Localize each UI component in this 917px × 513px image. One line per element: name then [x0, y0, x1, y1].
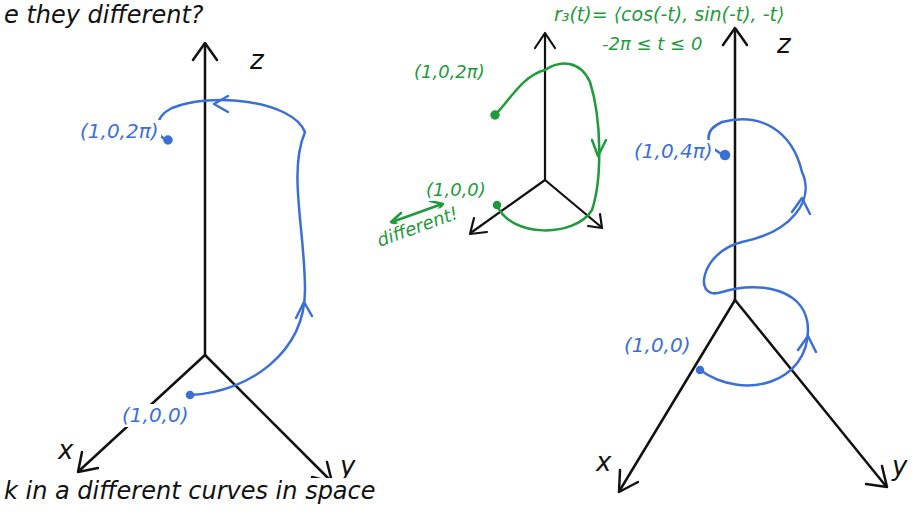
point-label: (1,0,0) — [424, 180, 488, 201]
point-label: (1,0,4π) — [632, 140, 715, 163]
axis-label: x — [594, 448, 613, 478]
caption-fragment: k in a different curves in space — [2, 478, 378, 506]
heading-fragment: e they different? — [2, 2, 206, 30]
annotation: different! — [372, 202, 462, 252]
helix-curve-middle — [391, 64, 606, 231]
curve-equation: r₃(t)= ⟨cos(-t), sin(-t), -t⟩ — [552, 4, 786, 26]
helix-curve-right — [697, 119, 816, 385]
axes-left — [78, 43, 332, 482]
point-label: (1,0,2π) — [78, 120, 161, 143]
point-label: (1,0,0) — [120, 404, 191, 427]
axis-label: y — [890, 452, 909, 482]
axis-label: z — [775, 30, 793, 60]
point-label: (1,0,0) — [622, 334, 693, 357]
axes-right — [619, 28, 887, 492]
axes-middle — [470, 33, 602, 234]
parameter-range: -2π ≤ t ≤ 0 — [600, 34, 704, 55]
axis-label: x — [56, 436, 75, 466]
axis-label: z — [248, 46, 266, 76]
point-label: (1,0,2π) — [412, 62, 487, 83]
helix-curve-left — [158, 96, 312, 398]
